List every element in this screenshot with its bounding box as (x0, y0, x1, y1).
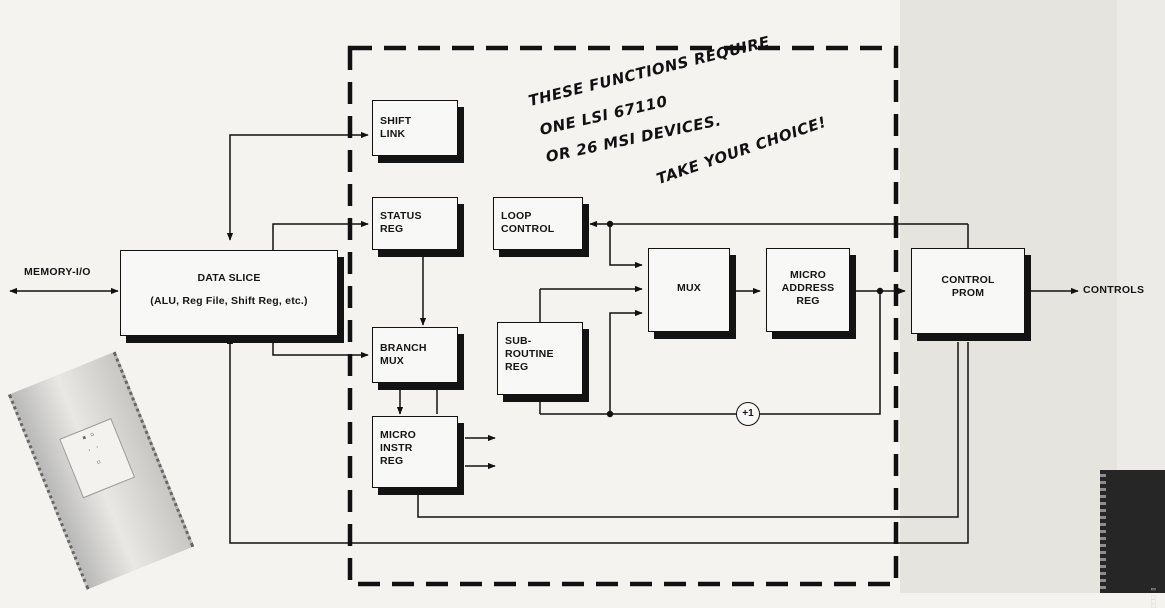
block-data-slice: DATA SLICE (ALU, Reg File, Shift Reg, et… (120, 250, 338, 336)
junction-incrementer (606, 410, 614, 418)
wire-data-slice-status (272, 220, 369, 250)
micro-address-line-2: ADDRESS (781, 282, 835, 294)
status-reg-line-1: STATUS (380, 210, 422, 222)
wire-inc-to-mux (609, 309, 643, 414)
block-micro-instr-reg: MICRO INSTR REG (372, 416, 458, 488)
subroutine-line-3: REG (505, 361, 529, 373)
wire-prom-to-data-slice (226, 336, 969, 544)
subroutine-line-2: ROUTINE (505, 348, 554, 360)
junction-feedback (606, 220, 614, 228)
micro-instr-line-1: MICRO (380, 429, 416, 441)
block-mux: MUX (648, 248, 730, 332)
incrementer: +1 (736, 402, 760, 426)
control-prom-line-1: CONTROL (941, 274, 995, 286)
block-diagram-wiring (9, 45, 1079, 587)
branch-mux-line-2: MUX (380, 355, 404, 367)
loop-control-line-1: LOOP (501, 210, 532, 222)
micro-instr-line-2: INSTR (380, 442, 413, 454)
lsi-boundary-dashed-box (347, 45, 899, 587)
block-shift-link: SHIFT LINK (372, 100, 458, 156)
label-memory-io: MEMORY-I/O (24, 266, 91, 278)
wire-prom-to-instr-reg (414, 342, 959, 518)
block-micro-address-reg: MICRO ADDRESS REG (766, 248, 850, 332)
junction-mar-out (876, 287, 884, 295)
micro-instr-line-3: REG (380, 455, 404, 467)
mux-label: MUX (677, 282, 701, 294)
branch-mux-line-1: BRANCH (380, 342, 427, 354)
shift-link-line-2: LINK (380, 128, 406, 140)
data-slice-title: DATA SLICE (197, 272, 261, 284)
control-prom-line-2: PROM (951, 287, 985, 299)
micro-address-line-1: MICRO (790, 269, 826, 281)
block-control-prom: CONTROL PROM (911, 248, 1025, 334)
data-slice-subtitle: (ALU, Reg File, Shift Reg, etc.) (150, 295, 308, 307)
subroutine-line-1: SUB- (505, 335, 532, 347)
block-subroutine-reg: SUB- ROUTINE REG (497, 322, 583, 395)
block-loop-control: LOOP CONTROL (493, 197, 583, 250)
status-reg-line-2: REG (380, 223, 404, 235)
block-branch-mux: BRANCH MUX (372, 327, 458, 383)
wire-data-slice-shift-link (226, 131, 369, 241)
micro-address-line-3: REG (796, 295, 820, 307)
chip-photo-right: □□□ ▯ (1100, 470, 1165, 608)
block-status-reg: STATUS REG (372, 197, 458, 250)
label-controls: CONTROLS (1083, 284, 1145, 296)
loop-control-line-2: CONTROL (501, 223, 555, 235)
wire-feedback-to-mux (609, 224, 643, 269)
wire-data-slice-branch (272, 333, 369, 359)
wire-mar-to-incrementer (760, 291, 881, 415)
shift-link-line-1: SHIFT (380, 115, 412, 127)
